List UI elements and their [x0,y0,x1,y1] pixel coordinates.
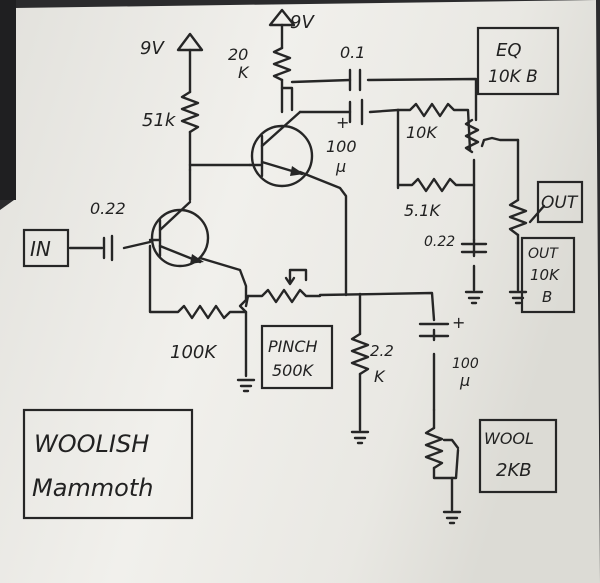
eq-pot-label-2: 10K B [488,67,538,87]
out-pot-box [520,236,576,314]
cap-elec-plus-label: + [336,113,349,132]
out-pot-label-1: OUT [528,246,559,262]
cap-bypass-plus-label: + [452,313,465,332]
pinch-label-2: 500K [272,361,315,380]
eq-pot-box [476,26,560,96]
r-eq-2-label: 5.1K [404,201,441,220]
r-collector-label: 51k [142,110,177,131]
cap-eq-label: 0.22 [424,234,455,250]
title-line-2: Mammoth [32,474,153,502]
r-trim-value-label: 20 [228,45,248,64]
r-emitter-value-label: 2.2 [370,342,394,360]
in-box [22,228,70,268]
cap-in-label: 0.22 [90,199,126,218]
supply-symbols [176,8,296,52]
out-pot-label-2: 10K [530,266,560,284]
input-label: IN [30,237,51,261]
wires [68,23,546,525]
cap-bypass-value-label: 100 [452,356,479,372]
cap-bypass-unit-label: μ [459,371,470,390]
wool-box [478,418,558,494]
title-line-1: WOOLISH [34,430,149,458]
paper-shadow-left [0,0,16,200]
out-pot-label-3: B [542,288,552,306]
r-trim-unit-label: K [238,63,250,82]
wool-label-1: WOOL [484,429,534,448]
r-emitter-unit-label: K [374,367,386,386]
cap-elec-value-label: 100 [326,137,357,156]
out-jack-box [536,180,584,224]
pinch-box [260,324,334,390]
pinch-label-1: PINCH [268,337,318,356]
cap-elec-unit-label: μ [335,157,346,176]
r-eq-1-label: 10K [406,123,438,142]
output-label: OUT [541,193,579,213]
title-box [22,408,194,520]
wool-label-2: 2KB [496,460,532,481]
r-feedback-label: 100K [170,342,217,363]
transistor-q1 [148,200,210,268]
supply-top-label: 9V [290,12,315,33]
cap-top-label: 0.1 [340,43,365,62]
supply-left-label: 9V [140,38,165,59]
capacitors [102,68,488,338]
eq-pot-label-1: EQ [496,40,522,61]
transistor-q2 [248,110,314,188]
